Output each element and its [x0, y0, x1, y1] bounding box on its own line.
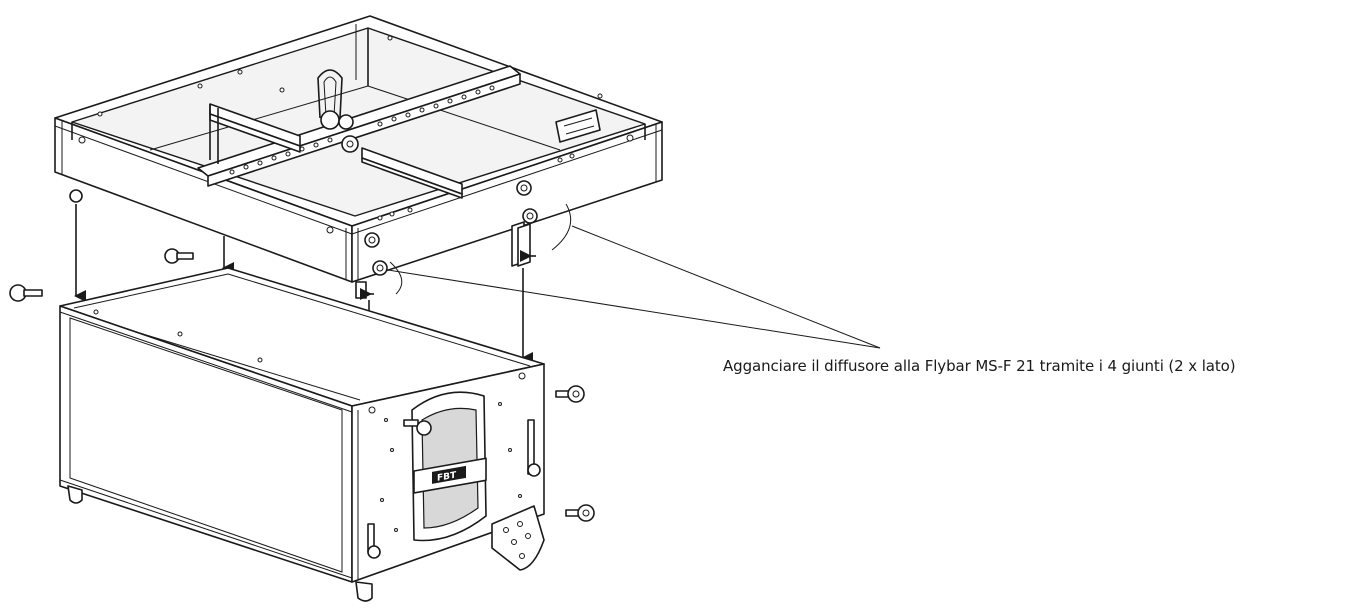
- cabinet-handle: [411, 391, 487, 542]
- flybar-pins: [69, 180, 538, 276]
- cabinet-side-holes: [368, 372, 526, 532]
- pin-right-2: [565, 504, 595, 522]
- rail-hole-row: [229, 85, 495, 175]
- pin-left-1: [9, 284, 43, 302]
- cabinet-rigging-slots: [367, 419, 541, 559]
- pin-right-1: [555, 385, 585, 403]
- flybar-side-holes: [78, 35, 634, 234]
- lifting-shackle: [317, 69, 359, 153]
- flybar-frame: [54, 15, 663, 299]
- fbt-logo: FBT: [432, 465, 466, 484]
- cabinet-feet: [67, 485, 373, 602]
- fbt-logo-text: FBT: [437, 470, 457, 483]
- callout-leader-lines: [387, 225, 881, 349]
- speaker-cabinet: FBT: [59, 267, 545, 602]
- pin-left-2: [164, 248, 194, 264]
- assembly-instruction-callout: Agganciare il diffusore alla Flybar MS-F…: [723, 357, 1236, 375]
- bottom-link-plate: [491, 505, 545, 571]
- quick-release-pins: [9, 248, 595, 522]
